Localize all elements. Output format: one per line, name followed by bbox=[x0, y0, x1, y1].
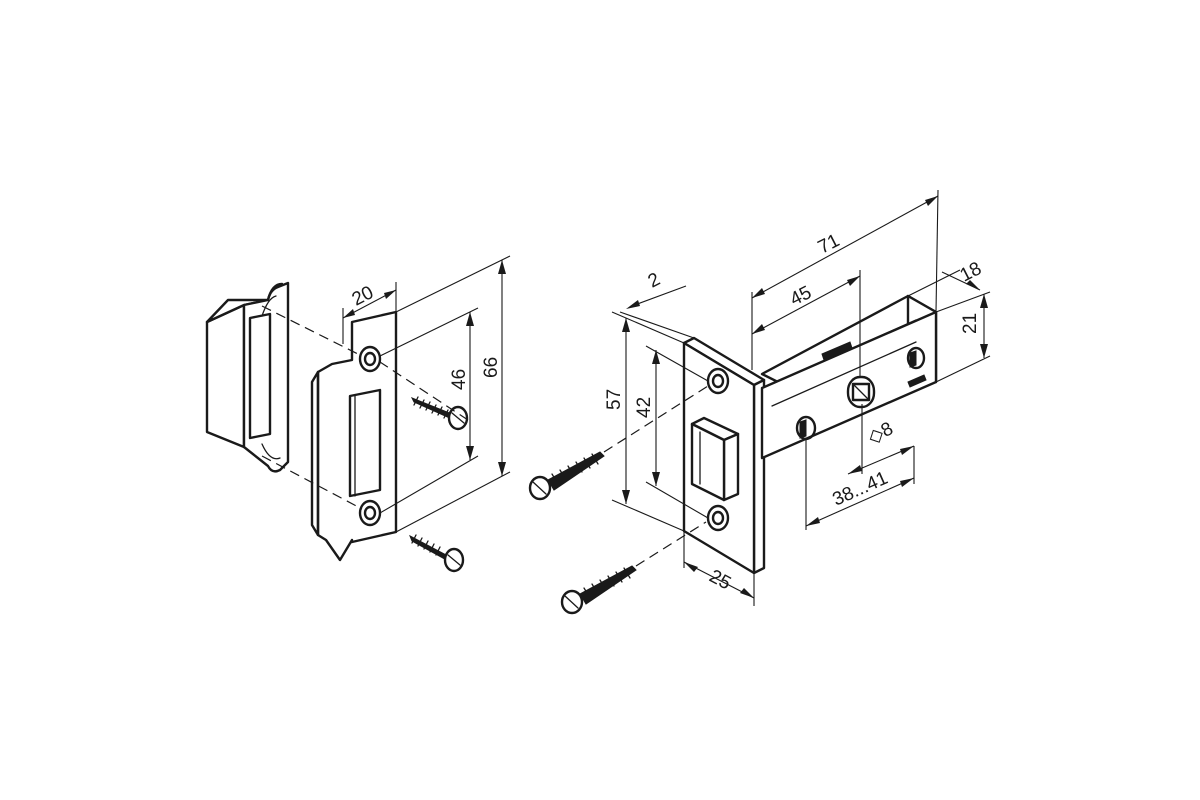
latch-dimensions bbox=[611, 189, 991, 606]
dim-strike-height: 66 bbox=[481, 357, 502, 378]
latch-body bbox=[760, 294, 938, 460]
dim-faceplate-thickness: 2 bbox=[645, 269, 664, 293]
dim-faceplate-height: 57 bbox=[604, 389, 625, 410]
dim-body-length: 71 bbox=[815, 230, 843, 258]
strike-dimensions bbox=[342, 255, 511, 533]
strike-plate bbox=[261, 305, 398, 562]
dim-faceplate-width: 25 bbox=[706, 566, 735, 594]
latch-screw-bottom bbox=[560, 521, 707, 615]
dim-mounting-range: 38...41 bbox=[829, 468, 891, 511]
strike-screw-top bbox=[379, 361, 469, 431]
strike-box bbox=[205, 281, 290, 473]
dim-strike-hole-spacing: 46 bbox=[449, 369, 470, 390]
dim-body-height: 21 bbox=[960, 313, 981, 334]
latch-screw-top bbox=[528, 385, 709, 501]
dim-spindle-square: ◇8 bbox=[865, 418, 897, 448]
dim-body-thickness: 18 bbox=[957, 258, 985, 286]
dim-backset: 45 bbox=[787, 282, 815, 310]
strike-screw-bottom bbox=[409, 534, 465, 573]
dim-strike-width: 20 bbox=[349, 282, 377, 310]
dim-latch-hole-spacing: 42 bbox=[634, 397, 655, 418]
latch-bolt bbox=[690, 416, 740, 502]
